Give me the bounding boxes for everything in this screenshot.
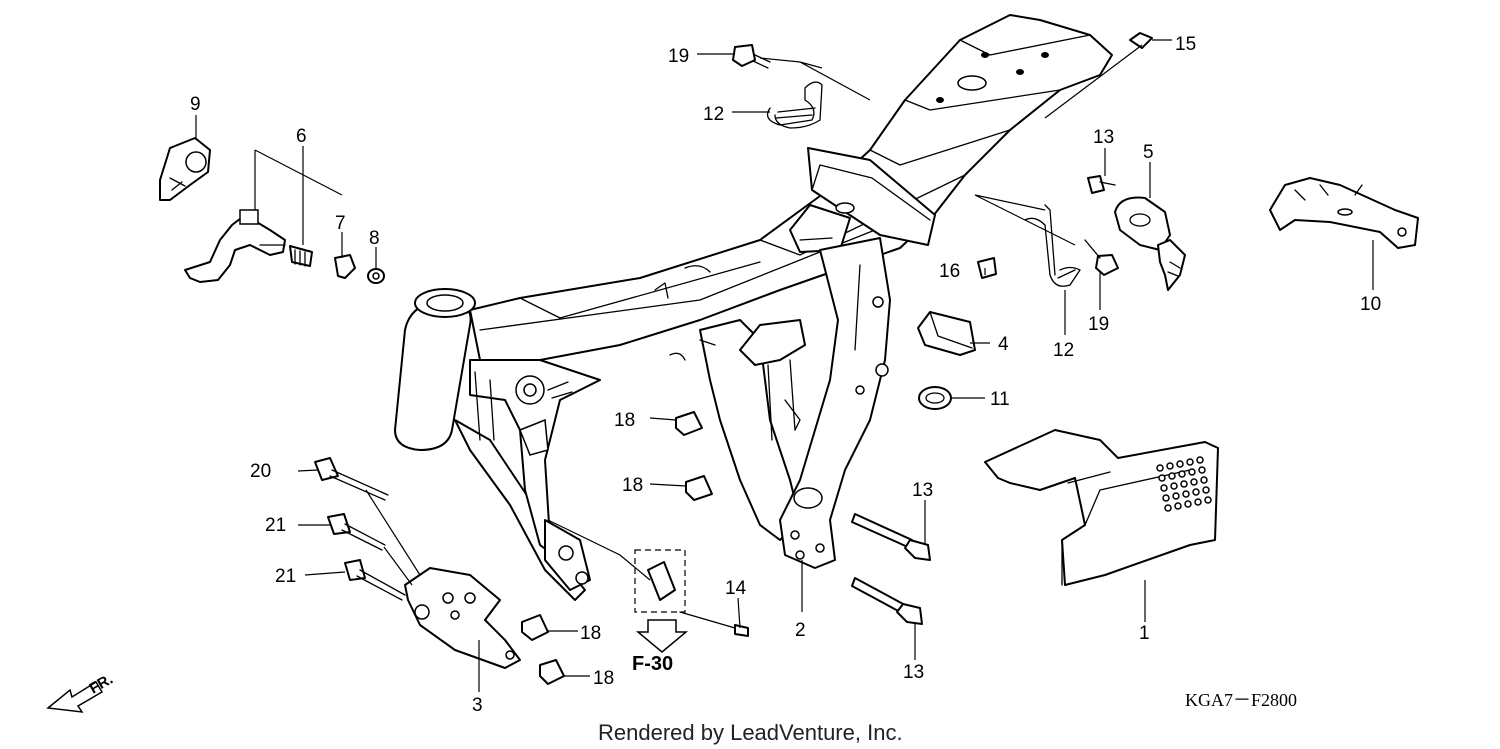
switch-assembly	[184, 209, 385, 284]
callout-3: 3	[472, 695, 483, 716]
vent-hole	[1190, 478, 1198, 486]
vent-hole	[1194, 498, 1202, 506]
reference-arrow-icon	[635, 619, 689, 653]
front-arrow-icon	[46, 680, 104, 713]
callout-12-top: 12	[703, 104, 724, 125]
callout-13-lower: 13	[903, 662, 924, 683]
vent-hole	[1180, 480, 1188, 488]
front-direction-indicator: FR.	[46, 671, 116, 713]
spring-upper	[766, 81, 823, 129]
callout-2: 2	[795, 620, 806, 641]
callout-labels: 19 12 15 9 6 7 8 13 5 10 16 19 12 4 11 1…	[190, 34, 1381, 716]
bolt-14	[679, 611, 749, 637]
spring-lower	[1024, 204, 1081, 287]
reference-box	[634, 549, 689, 653]
callout-9: 9	[190, 94, 201, 115]
bolt-21-upper	[327, 513, 386, 551]
credit-text: Rendered by LeadVenture, Inc.	[598, 720, 903, 745]
callout-19-right: 19	[1088, 314, 1109, 335]
vent-hole	[1172, 492, 1180, 500]
vent-hole	[1198, 466, 1206, 474]
diagram-code: KGA7－F2800	[1185, 690, 1297, 710]
vent-hole	[1186, 458, 1194, 466]
vent-hole	[1158, 474, 1166, 482]
vent-hole	[1174, 502, 1182, 510]
vent-hole	[1188, 468, 1196, 476]
callout-6: 6	[296, 126, 307, 147]
vent-hole	[1176, 460, 1184, 468]
bolt-15	[1087, 175, 1116, 194]
callout-13-upper: 13	[912, 480, 933, 501]
vent-hole	[1202, 486, 1210, 494]
vent-hole	[1178, 470, 1186, 478]
bolt-21-lower	[344, 559, 406, 601]
vent-hole	[1156, 464, 1164, 472]
under-cover-plate	[984, 429, 1219, 586]
vent-hole	[1200, 476, 1208, 484]
vent-hole	[1166, 462, 1174, 470]
callout-21-upper: 21	[265, 515, 286, 536]
callout-11: 11	[990, 389, 1010, 410]
vent-hole	[1160, 484, 1168, 492]
callout-10: 10	[1360, 294, 1381, 315]
callout-15: 13	[1093, 127, 1114, 148]
vent-hole	[1196, 456, 1204, 464]
callout-18-d: 18	[593, 668, 614, 689]
nut-18-a	[675, 411, 703, 436]
vent-hole	[1170, 482, 1178, 490]
rear-bracket	[1269, 177, 1419, 249]
bolt-19-top	[732, 44, 771, 69]
clip-16	[1129, 32, 1153, 49]
callout-20: 20	[250, 461, 271, 482]
reference-label: F-30	[632, 653, 673, 675]
engine-hanger-bracket	[404, 567, 521, 669]
bolt-19-right	[1084, 239, 1119, 276]
callout-16: 15	[1175, 34, 1196, 55]
callout-19-top: 19	[668, 46, 689, 67]
rubber-cushion	[917, 311, 976, 356]
callout-1: 1	[1139, 623, 1150, 644]
callout-8: 8	[369, 228, 380, 249]
callout-14: 14	[725, 578, 747, 599]
nut-18-d	[539, 659, 565, 685]
vent-hole	[1192, 488, 1200, 496]
callout-12-right: 12	[1053, 340, 1074, 361]
vent-hole	[1184, 500, 1192, 508]
bolt-13-upper	[851, 513, 931, 561]
vent-hole	[1168, 472, 1176, 480]
callout-21-lower: 21	[275, 566, 296, 587]
callout-5: 5	[1143, 142, 1154, 163]
vent-hole	[1182, 490, 1190, 498]
callout-17: 16	[939, 261, 960, 282]
callout-18-a: 18	[614, 410, 635, 431]
bolt-20	[314, 457, 389, 501]
bolt-13-lower	[851, 577, 923, 625]
vent-hole	[1162, 494, 1170, 502]
frame-body	[394, 14, 1113, 601]
callout-18-b: 18	[622, 475, 643, 496]
bolt-17	[977, 257, 997, 279]
nut-18-b	[685, 475, 713, 501]
vent-hole	[1204, 496, 1212, 504]
grommet	[918, 386, 952, 410]
leader-lines	[195, 39, 1374, 692]
callout-7: 7	[335, 213, 346, 234]
vent-hole	[1164, 504, 1172, 512]
cap-cover	[159, 137, 211, 201]
key-lock	[1114, 196, 1186, 291]
callout-4: 4	[998, 334, 1009, 355]
callout-18-c: 18	[580, 623, 601, 644]
nut-18-c	[521, 614, 549, 641]
